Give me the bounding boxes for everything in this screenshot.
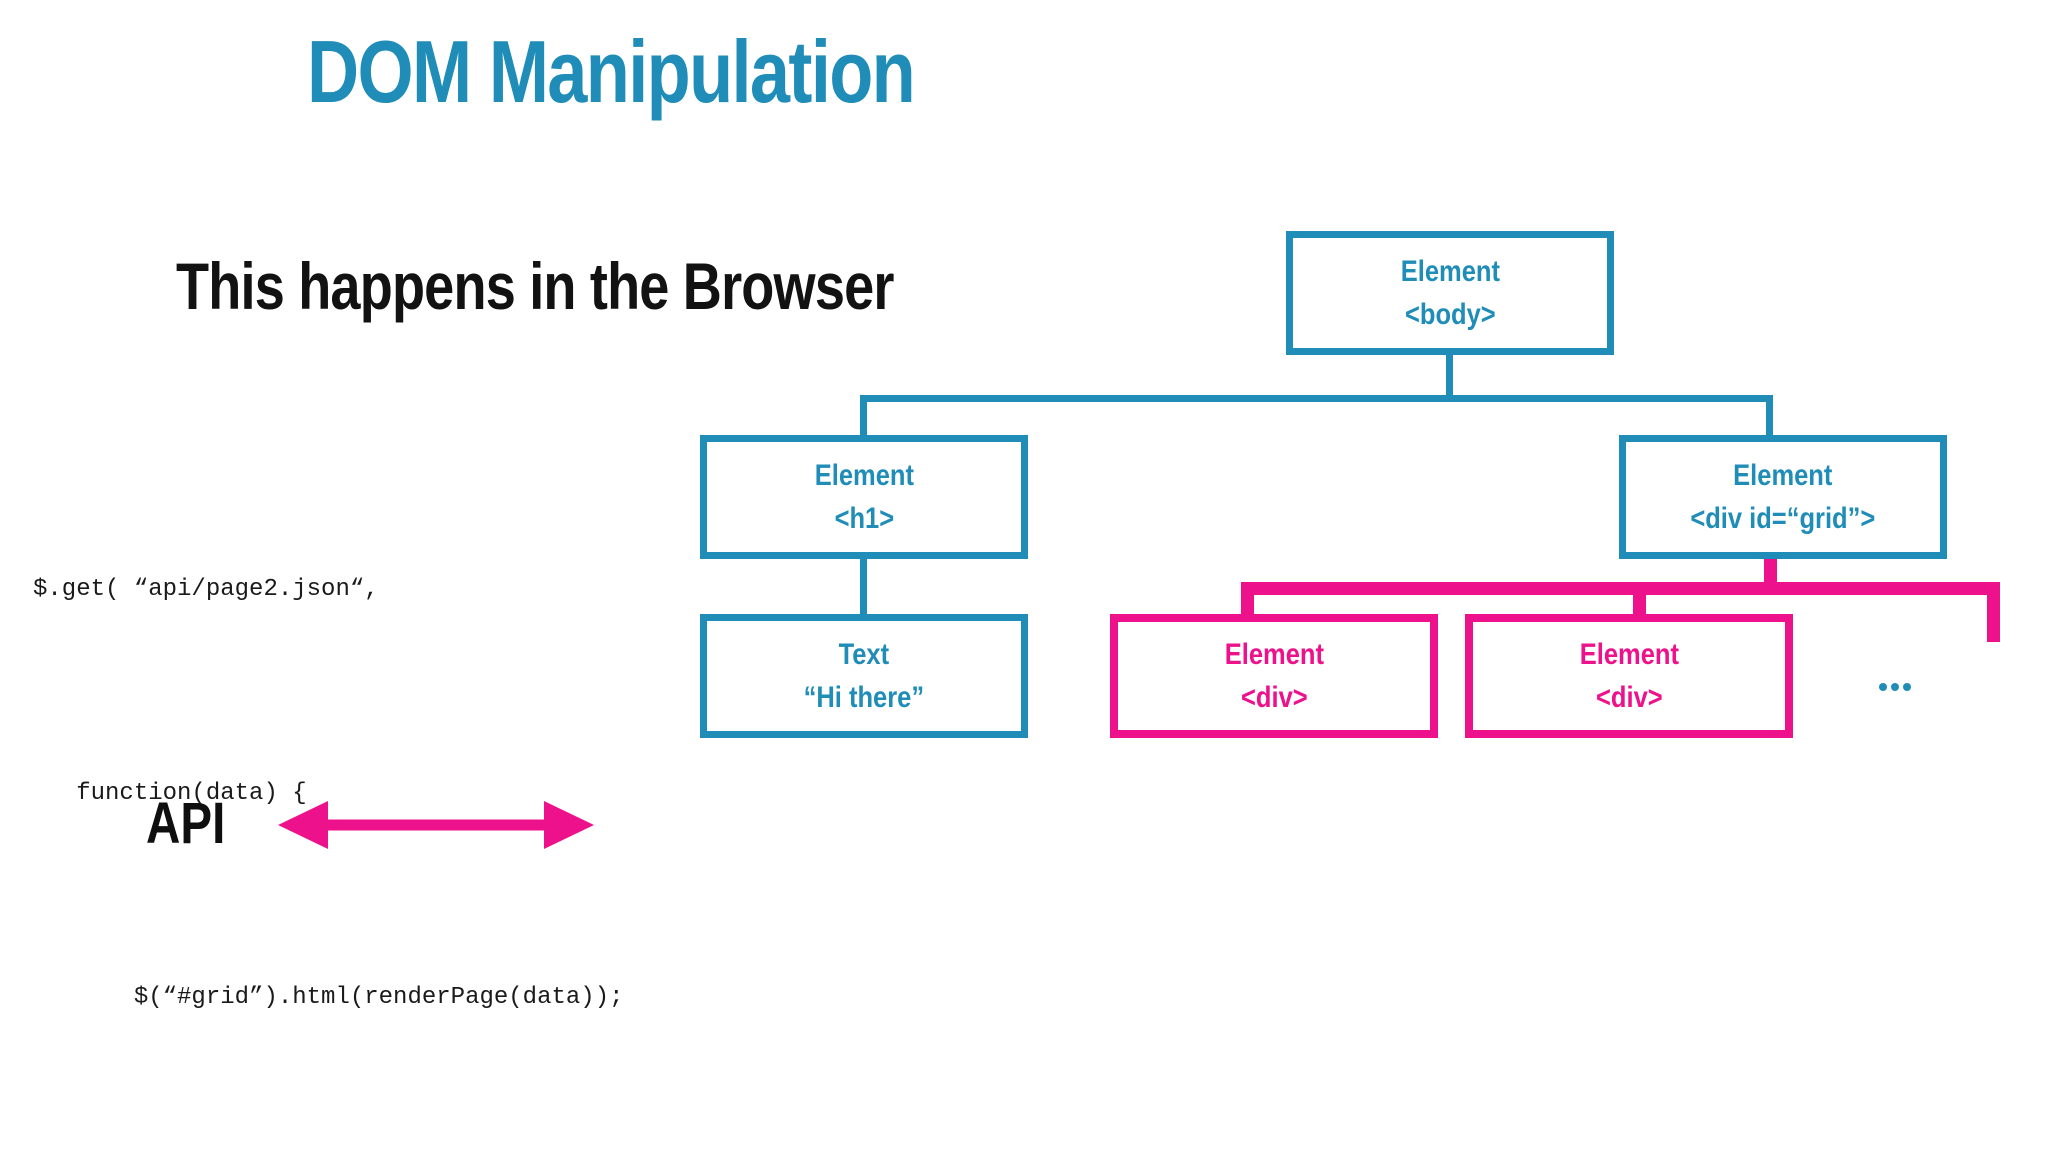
node-value-label: <div> [1595, 681, 1663, 714]
connector-body-down [1446, 353, 1453, 402]
tree-node-div-1: Element <div> [1110, 614, 1438, 738]
node-type-label: Element [1733, 458, 1833, 492]
connector-body-children [860, 395, 1773, 402]
connector-to-more-children [1987, 582, 2000, 642]
connector-grid-down [1764, 556, 1777, 589]
node-type-label: Element [1579, 637, 1679, 671]
node-value-label: <body> [1404, 298, 1496, 331]
node-type-label: Element [814, 458, 914, 492]
ellipsis-icon [1879, 683, 1911, 691]
connector-to-div-1 [1241, 582, 1254, 618]
ellipsis-dot [1879, 683, 1887, 691]
tree-node-text: Text “Hi there” [700, 614, 1028, 738]
connector-to-div-grid [1766, 395, 1773, 440]
connector-to-h1 [860, 395, 867, 440]
node-type-label: Text [838, 637, 890, 671]
node-value-label: <div id=“grid”> [1690, 502, 1876, 535]
ellipsis-dot [1891, 683, 1899, 691]
code-line: $(“#grid”).html(renderPage(data)); [33, 984, 624, 1011]
connector-grid-children [1241, 582, 2000, 595]
connector-to-div-2 [1633, 582, 1646, 618]
page-title: DOM Manipulation [307, 22, 916, 121]
node-value-label: <div> [1240, 681, 1308, 714]
connector-h1-text [860, 557, 867, 617]
tree-node-h1: Element <h1> [700, 435, 1028, 559]
node-type-label: Element [1400, 254, 1500, 288]
tree-node-div-2: Element <div> [1465, 614, 1793, 738]
ellipsis-dot [1903, 683, 1911, 691]
code-line: $.get( “api/page2.json“, [33, 576, 379, 603]
api-label: API [146, 791, 226, 856]
subtitle: This happens in the Browser [176, 249, 894, 323]
tree-node-body: Element <body> [1286, 231, 1614, 355]
api-arrow-icon [278, 801, 594, 849]
node-type-label: Element [1224, 637, 1324, 671]
tree-node-div-grid: Element <div id=“grid”> [1619, 435, 1947, 559]
code-line: function(data) { [33, 780, 307, 807]
node-value-label: “Hi there” [803, 681, 925, 714]
code-snippet: $.get( “api/page2.json“, function(data) … [33, 420, 624, 1152]
node-value-label: <h1> [834, 502, 894, 535]
